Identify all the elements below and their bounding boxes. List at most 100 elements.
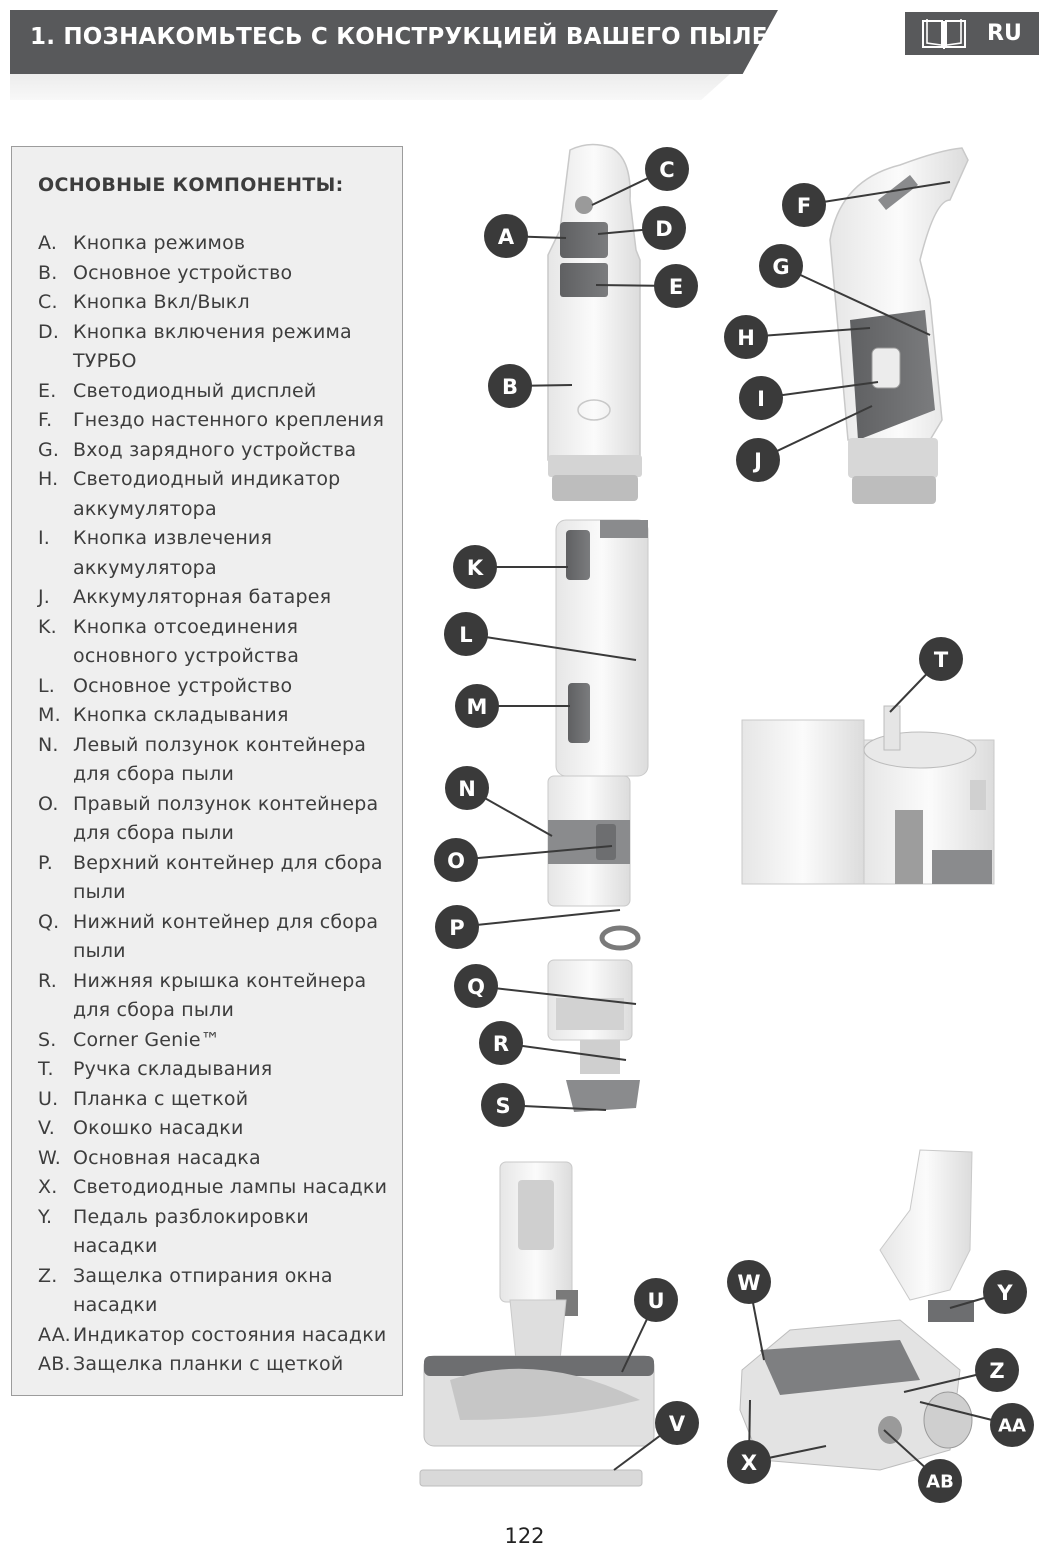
- svg-text:H: H: [737, 326, 755, 350]
- component-letter: S.: [38, 1026, 73, 1056]
- nozzle-angle-image: [740, 1150, 974, 1470]
- svg-text:AA: AA: [998, 1416, 1026, 1437]
- component-letter: H.: [38, 465, 73, 495]
- component-item: P.Верхний контейнер для сбора пыли: [38, 849, 398, 908]
- component-letter: K.: [38, 613, 73, 643]
- component-label: Педаль разблокировки насадки: [73, 1206, 309, 1258]
- component-label: Нижняя крышка контейнера для сбора пыли: [73, 970, 366, 1022]
- component-item: H.Светодиодный индикатор аккумулятора: [38, 465, 398, 524]
- component-label: Защелка отпирания окна насадки: [73, 1265, 333, 1317]
- components-heading: ОСНОВНЫЕ КОМПОНЕНТЫ:: [38, 174, 343, 196]
- svg-text:F: F: [797, 194, 811, 218]
- svg-text:C: C: [659, 158, 674, 182]
- component-letter: D.: [38, 318, 73, 348]
- svg-text:B: B: [502, 375, 518, 399]
- callout-n: N: [445, 766, 489, 810]
- callout-u: U: [634, 1278, 678, 1322]
- callout-z: Z: [975, 1348, 1019, 1392]
- svg-text:X: X: [741, 1451, 757, 1475]
- component-letter: G.: [38, 436, 73, 466]
- svg-text:G: G: [772, 255, 789, 279]
- folding-handle-image: [742, 706, 994, 884]
- component-item: U.Планка с щеткой: [38, 1085, 398, 1115]
- component-item: R.Нижняя крышка контейнера для сбора пыл…: [38, 967, 398, 1026]
- svg-text:J: J: [752, 449, 762, 473]
- component-label: Основное устройство: [73, 675, 292, 697]
- callout-v: V: [655, 1401, 699, 1445]
- component-label: Светодиодный индикатор аккумулятора: [73, 468, 340, 520]
- svg-text:U: U: [647, 1289, 664, 1313]
- svg-text:W: W: [737, 1271, 760, 1295]
- component-letter: W.: [38, 1144, 73, 1174]
- component-letter: V.: [38, 1114, 73, 1144]
- callout-f: F: [782, 183, 826, 227]
- component-label: Окошко насадки: [73, 1117, 244, 1139]
- callout-e: E: [654, 264, 698, 308]
- svg-text:AB: AB: [926, 1472, 954, 1493]
- battery-side-image: [830, 148, 968, 504]
- component-letter: I.: [38, 524, 73, 554]
- component-letter: Y.: [38, 1203, 73, 1233]
- component-item: X.Светодиодные лампы насадки: [38, 1173, 398, 1203]
- component-label: Кнопка включения режима ТУРБО: [73, 321, 352, 373]
- callout-c: C: [645, 147, 689, 191]
- component-label: Кнопка режимов: [73, 232, 245, 254]
- component-item: AA.Индикатор состояния насадки: [38, 1321, 398, 1351]
- component-letter: T.: [38, 1055, 73, 1085]
- callout-k: K: [453, 545, 497, 589]
- component-letter: C.: [38, 288, 73, 318]
- component-label: Индикатор состояния насадки: [73, 1324, 386, 1346]
- callout-x: X: [727, 1440, 771, 1484]
- components-panel: ОСНОВНЫЕ КОМПОНЕНТЫ: A.Кнопка режимовB.О…: [11, 146, 403, 1396]
- svg-text:R: R: [493, 1032, 509, 1056]
- component-item: J.Аккумуляторная батарея: [38, 583, 398, 613]
- component-item: G.Вход зарядного устройства: [38, 436, 398, 466]
- callout-aa: AA: [990, 1403, 1034, 1447]
- component-letter: E.: [38, 377, 73, 407]
- callout-m: M: [455, 684, 499, 728]
- component-label: Кнопка отсоединения основного устройства: [73, 616, 299, 668]
- component-item: N.Левый ползунок контейнера для сбора пы…: [38, 731, 398, 790]
- component-letter: O.: [38, 790, 73, 820]
- callout-y: Y: [983, 1270, 1027, 1314]
- component-item: A.Кнопка режимов: [38, 229, 398, 259]
- component-label: Планка с щеткой: [73, 1088, 248, 1110]
- component-letter: M.: [38, 701, 73, 731]
- component-item: S.Corner Genie™: [38, 1026, 398, 1056]
- component-label: Ручка складывания: [73, 1058, 272, 1080]
- component-label: Защелка планки с щеткой: [73, 1353, 343, 1375]
- component-item: B.Основное устройство: [38, 259, 398, 289]
- svg-text:D: D: [655, 217, 672, 241]
- page-title: 1. ПОЗНАКОМЬТЕСЬ С КОНСТРУКЦИЕЙ ВАШЕГО П…: [30, 24, 840, 50]
- component-label: Светодиодные лампы насадки: [73, 1176, 387, 1198]
- component-item: V.Окошко насадки: [38, 1114, 398, 1144]
- component-label: Аккумуляторная батарея: [73, 586, 331, 608]
- callout-p: P: [435, 905, 479, 949]
- callout-q: Q: [454, 964, 498, 1008]
- callout-h: H: [724, 315, 768, 359]
- callout-b: B: [488, 364, 532, 408]
- component-item: AB.Защелка планки с щеткой: [38, 1350, 398, 1380]
- svg-text:I: I: [757, 387, 765, 411]
- callout-s: S: [481, 1083, 525, 1127]
- svg-text:K: K: [467, 556, 484, 580]
- component-letter: Z.: [38, 1262, 73, 1292]
- component-item: W.Основная насадка: [38, 1144, 398, 1174]
- component-label: Кнопка извлечения аккумулятора: [73, 527, 272, 579]
- component-item: K.Кнопка отсоединения основного устройст…: [38, 613, 398, 672]
- svg-text:Q: Q: [467, 975, 485, 999]
- callout-j: J: [736, 438, 780, 482]
- component-label: Вход зарядного устройства: [73, 439, 356, 461]
- component-letter: X.: [38, 1173, 73, 1203]
- callout-a: A: [484, 214, 528, 258]
- nozzle-top-image: [420, 1162, 654, 1486]
- component-label: Кнопка складывания: [73, 704, 289, 726]
- component-label: Светодиодный дисплей: [73, 380, 316, 402]
- svg-text:T: T: [934, 648, 949, 672]
- component-letter: J.: [38, 583, 73, 613]
- svg-text:A: A: [498, 225, 515, 249]
- callout-l: L: [444, 612, 488, 656]
- component-label: Гнездо настенного крепления: [73, 409, 384, 431]
- component-label: Левый ползунок контейнера для сбора пыли: [73, 734, 366, 786]
